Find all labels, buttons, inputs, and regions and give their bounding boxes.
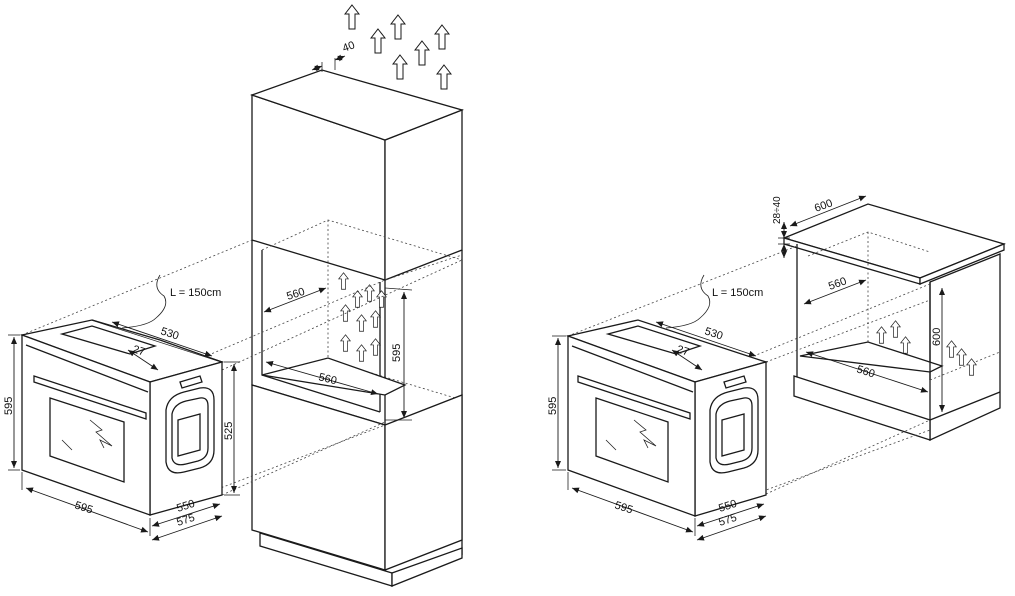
dim-niche-width-front: 560 xyxy=(317,371,338,387)
dim-oven-depth-top-left: 530 xyxy=(159,325,180,342)
dim-oven-depth-top-right: 530 xyxy=(703,325,724,342)
dim-niche-width-back: 560 xyxy=(285,286,306,303)
airflow-up-icon xyxy=(900,336,911,354)
dim-oven-body-height-left: 525 xyxy=(223,422,235,440)
airflow-up-icon xyxy=(370,338,381,356)
airflow-up-icon xyxy=(356,314,367,332)
airflow-up-icon xyxy=(434,24,450,50)
counter-dimensions: 28÷40 600 560 560 600 xyxy=(772,195,945,412)
dim-niche-height: 595 xyxy=(391,344,403,362)
airflow-up-arrows-niche xyxy=(338,272,387,362)
dim-vent-gap: 40 xyxy=(341,39,357,54)
dim-counter-niche-width-front: 560 xyxy=(855,363,876,380)
dim-counter-niche-height: 600 xyxy=(931,328,943,346)
airflow-up-icon xyxy=(364,284,375,302)
airflow-up-icon xyxy=(876,326,887,344)
dim-oven-height-right: 595 xyxy=(547,397,559,415)
dim-oven-gap-top-left: 27 xyxy=(131,343,146,358)
dim-top-thickness: 28÷40 xyxy=(772,196,783,224)
airflow-up-arrows-top xyxy=(344,4,452,90)
cable-length-label-left: L = 150cm xyxy=(170,287,221,299)
cable-length-label-right: L = 150cm xyxy=(712,287,763,299)
airflow-up-icon xyxy=(414,40,430,66)
dim-oven-depth-body-right: 550 xyxy=(717,498,738,515)
airflow-up-icon xyxy=(356,344,367,362)
dim-oven-depth-total-left: 575 xyxy=(175,512,196,529)
airflow-up-icon xyxy=(436,64,452,90)
left-oven xyxy=(19,274,225,516)
dim-oven-depth-total-right: 575 xyxy=(717,512,738,529)
airflow-up-icon xyxy=(338,272,349,290)
dim-oven-width-right: 595 xyxy=(613,499,634,516)
dim-counter-niche-width-back: 560 xyxy=(827,275,848,293)
airflow-up-icon xyxy=(392,54,408,80)
tall-column-cabinet xyxy=(250,69,465,587)
tall-cabinet-dimensions: 40 560 560 595 xyxy=(263,39,413,421)
dim-top-depth: 600 xyxy=(813,197,834,215)
airflow-up-icon xyxy=(390,14,406,40)
right-oven xyxy=(565,274,769,517)
dim-oven-height-left: 595 xyxy=(3,397,15,415)
dim-oven-depth-body-left: 550 xyxy=(175,498,196,515)
airflow-up-icon xyxy=(890,320,901,338)
airflow-up-icon xyxy=(370,28,386,54)
airflow-up-icon xyxy=(344,4,360,30)
dim-oven-width-left: 595 xyxy=(73,499,94,516)
airflow-up-icon xyxy=(370,310,381,328)
right-oven-dimensions: 595 595 530 27 550 575 xyxy=(547,321,767,541)
left-oven-dimensions: 595 595 530 27 525 550 575 xyxy=(3,321,240,541)
dim-oven-gap-top-right: 27 xyxy=(675,343,690,358)
under-counter-cabinet xyxy=(782,203,1006,442)
airflow-up-icon xyxy=(340,334,351,352)
